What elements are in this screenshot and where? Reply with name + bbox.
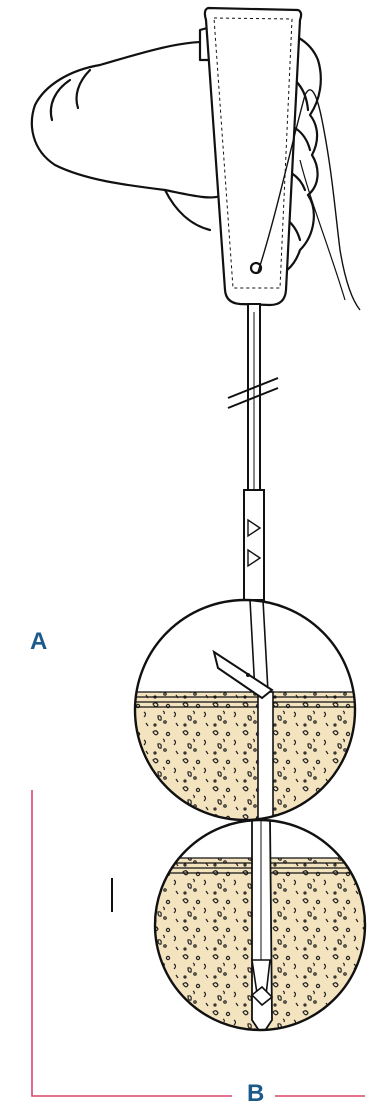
panel-label-a: A (30, 630, 47, 654)
handle (205, 8, 301, 305)
panel-label-b: B (247, 1082, 264, 1106)
needle-shaft (244, 304, 264, 600)
detail-circle-a (130, 600, 370, 832)
detail-circle-b (150, 818, 380, 1038)
